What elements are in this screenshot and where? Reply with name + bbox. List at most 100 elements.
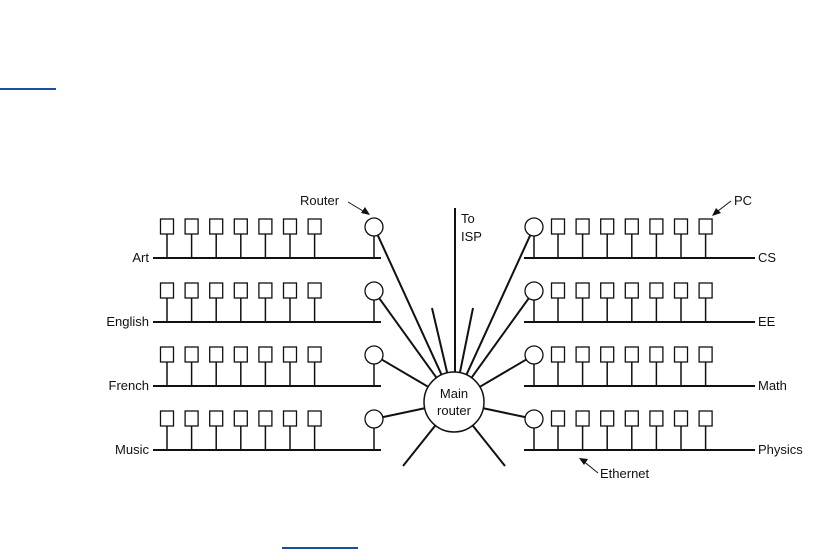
pc-node [259, 219, 272, 234]
department-label: French [109, 378, 149, 393]
spare-spoke [473, 425, 505, 466]
pc-node [161, 347, 174, 362]
pc-node [601, 411, 614, 426]
pc-node [308, 219, 321, 234]
pc-node [210, 411, 223, 426]
pc-node [284, 283, 297, 298]
department-label: CS [758, 250, 776, 265]
main-router-label-line2: router [437, 403, 472, 418]
main-router-label-line1: Main [440, 386, 468, 401]
isp-label-line1: To [461, 211, 475, 226]
spare-spoke [403, 425, 435, 466]
pc-node [552, 219, 565, 234]
lan-math: Math [524, 346, 787, 393]
pc-node [185, 283, 198, 298]
pc-node [650, 411, 663, 426]
pc-node [308, 347, 321, 362]
pc-node [625, 411, 638, 426]
pc-node [210, 347, 223, 362]
callouts: Router PC Ethernet [300, 193, 752, 481]
pc-node [259, 411, 272, 426]
department-router [525, 282, 543, 300]
pc-node [675, 219, 688, 234]
pc-node [308, 283, 321, 298]
router-uplink [472, 298, 529, 377]
lan-english: English [106, 282, 383, 329]
department-router [365, 282, 383, 300]
department-router [365, 218, 383, 236]
pc-node [699, 283, 712, 298]
pc-node [699, 411, 712, 426]
pc-node [675, 283, 688, 298]
lan-art: Art [132, 218, 383, 265]
department-router [525, 346, 543, 364]
pc-node [284, 219, 297, 234]
department-label: Music [115, 442, 149, 457]
pc-node [308, 411, 321, 426]
isp-label-line2: ISP [461, 229, 482, 244]
department-label: Math [758, 378, 787, 393]
pc-node [625, 283, 638, 298]
pc-node [650, 283, 663, 298]
pc-node [576, 283, 589, 298]
router-callout-label: Router [300, 193, 340, 208]
pc-callout-label: PC [734, 193, 752, 208]
pc-node [576, 411, 589, 426]
pc-node [161, 219, 174, 234]
pc-node [601, 219, 614, 234]
department-label: Art [132, 250, 149, 265]
pc-node [234, 347, 247, 362]
pc-node [161, 283, 174, 298]
pc-node [185, 411, 198, 426]
pc-node [552, 411, 565, 426]
pc-node [576, 219, 589, 234]
pc-node [210, 219, 223, 234]
pc-node [675, 411, 688, 426]
pc-node [675, 347, 688, 362]
pc-node [185, 219, 198, 234]
pc-node [625, 219, 638, 234]
pc-node [601, 283, 614, 298]
lan-ee: EE [524, 282, 776, 329]
pc-node [625, 347, 638, 362]
pc-node [601, 347, 614, 362]
router-uplink [382, 360, 428, 387]
router-uplink [383, 408, 425, 417]
lan-cs: CS [524, 218, 776, 265]
pc-node [284, 411, 297, 426]
router-uplink [480, 360, 526, 387]
pc-node [234, 411, 247, 426]
ethernet-callout-label: Ethernet [600, 466, 650, 481]
pc-node [699, 219, 712, 234]
pc-node [234, 283, 247, 298]
lan-french: French [109, 346, 383, 393]
pc-node [699, 347, 712, 362]
pc-node [552, 283, 565, 298]
pc-node [650, 219, 663, 234]
department-label: EE [758, 314, 776, 329]
lan-physics: Physics [524, 410, 803, 457]
pc-node [210, 283, 223, 298]
pc-node [259, 283, 272, 298]
pc-node [259, 347, 272, 362]
department-router [365, 410, 383, 428]
lan-music: Music [115, 410, 383, 457]
pc-node [161, 411, 174, 426]
department-label: English [106, 314, 149, 329]
pc-node [576, 347, 589, 362]
pc-node [234, 219, 247, 234]
department-router [525, 410, 543, 428]
department-label: Physics [758, 442, 803, 457]
pc-node [552, 347, 565, 362]
router-uplink [378, 235, 442, 375]
pc-node [185, 347, 198, 362]
pc-node [284, 347, 297, 362]
router-uplink [379, 298, 436, 377]
spare-spoke [432, 308, 447, 373]
department-router [525, 218, 543, 236]
department-router [365, 346, 383, 364]
pc-node [650, 347, 663, 362]
router-uplink [483, 408, 525, 417]
router-uplink [466, 235, 530, 375]
